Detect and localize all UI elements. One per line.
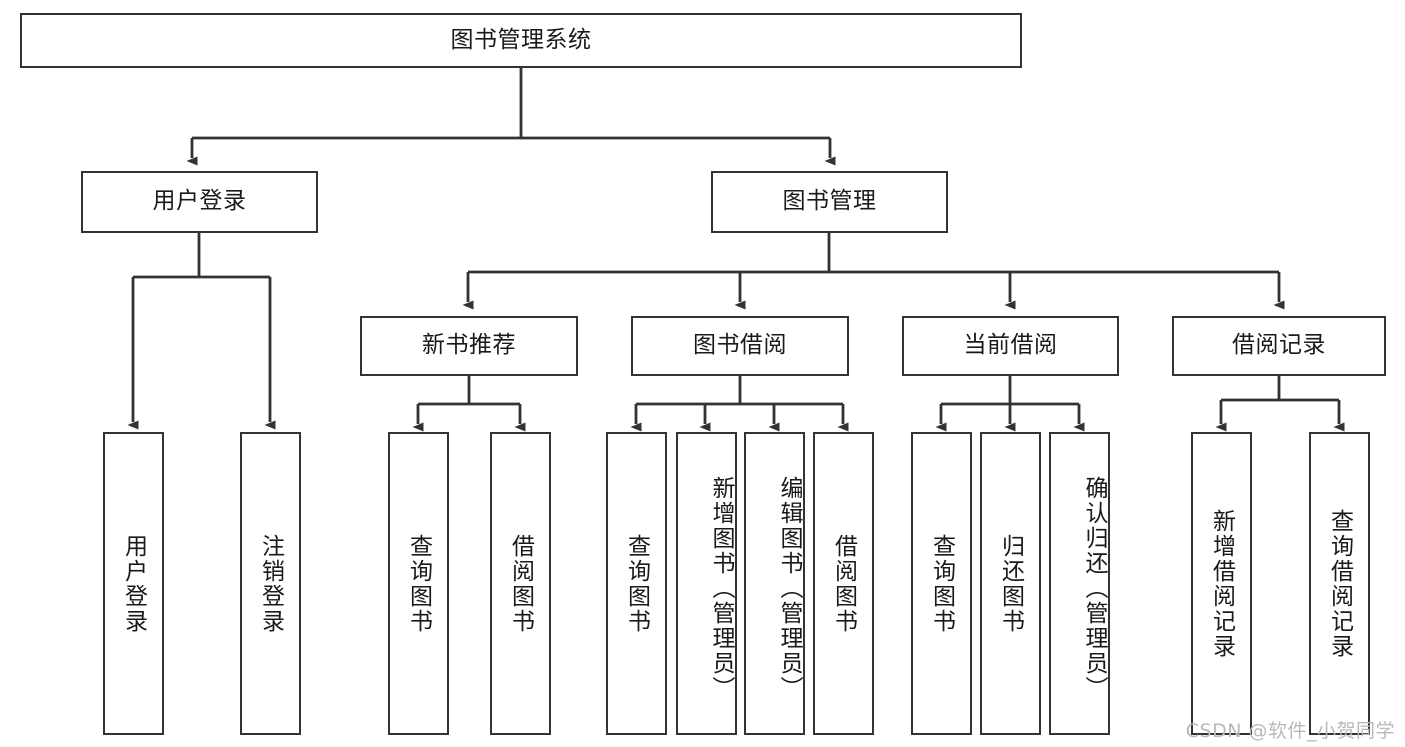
node-label: 确认归还（管理员） [1081, 476, 1107, 701]
node-label: 新书推荐 [422, 332, 516, 359]
node-label: 借阅记录 [1232, 332, 1326, 359]
node-leaf-add-borrow-record[interactable]: 新增借阅记录 [1191, 432, 1252, 735]
node-leaf-user-login[interactable]: 用户登录 [103, 432, 164, 735]
node-label: 图书借阅 [693, 332, 787, 359]
node-leaf-query-book-new[interactable]: 查询图书 [388, 432, 449, 735]
node-label: 图书管理系统 [450, 26, 592, 53]
node-label: 查询图书 [623, 533, 650, 634]
node-label: 借阅图书 [507, 533, 534, 634]
node-leaf-confirm-return-admin[interactable]: 确认归还（管理员） [1049, 432, 1110, 735]
node-borrowing-records[interactable]: 借阅记录 [1172, 316, 1386, 376]
node-book-management-system[interactable]: 图书管理系统 [20, 13, 1022, 68]
node-label: 新增图书（管理员） [708, 476, 734, 701]
node-label: 新增借阅记录 [1208, 508, 1235, 659]
node-label: 借阅图书 [830, 533, 857, 634]
node-label: 查询图书 [928, 533, 955, 634]
node-label: 查询借阅记录 [1326, 508, 1353, 659]
node-book-borrowing[interactable]: 图书借阅 [631, 316, 849, 376]
node-leaf-edit-book-admin[interactable]: 编辑图书（管理员） [744, 432, 805, 735]
node-label: 注销登录 [257, 533, 284, 634]
node-label: 用户登录 [152, 188, 247, 215]
csdn-watermark: CSDN @软件_小贺同学 [1185, 720, 1395, 742]
node-current-borrowing[interactable]: 当前借阅 [902, 316, 1119, 376]
node-leaf-query-book-borrow[interactable]: 查询图书 [606, 432, 667, 735]
node-new-book-recommendation[interactable]: 新书推荐 [360, 316, 578, 376]
node-leaf-borrow-book-new[interactable]: 借阅图书 [490, 432, 551, 735]
node-leaf-user-logout[interactable]: 注销登录 [240, 432, 301, 735]
node-leaf-return-book[interactable]: 归还图书 [980, 432, 1041, 735]
node-label: 编辑图书（管理员） [776, 476, 802, 701]
node-leaf-add-book-admin[interactable]: 新增图书（管理员） [676, 432, 737, 735]
node-label: 查询图书 [405, 533, 432, 634]
node-label: 当前借阅 [963, 332, 1058, 359]
node-user-login[interactable]: 用户登录 [81, 171, 318, 233]
node-leaf-borrow-book[interactable]: 借阅图书 [813, 432, 874, 735]
node-book-management[interactable]: 图书管理 [711, 171, 948, 233]
node-label: 归还图书 [997, 533, 1024, 634]
node-label: 图书管理 [782, 188, 877, 215]
node-label: 用户登录 [120, 533, 147, 634]
node-leaf-query-book-current[interactable]: 查询图书 [911, 432, 972, 735]
node-leaf-query-borrow-record[interactable]: 查询借阅记录 [1309, 432, 1370, 735]
